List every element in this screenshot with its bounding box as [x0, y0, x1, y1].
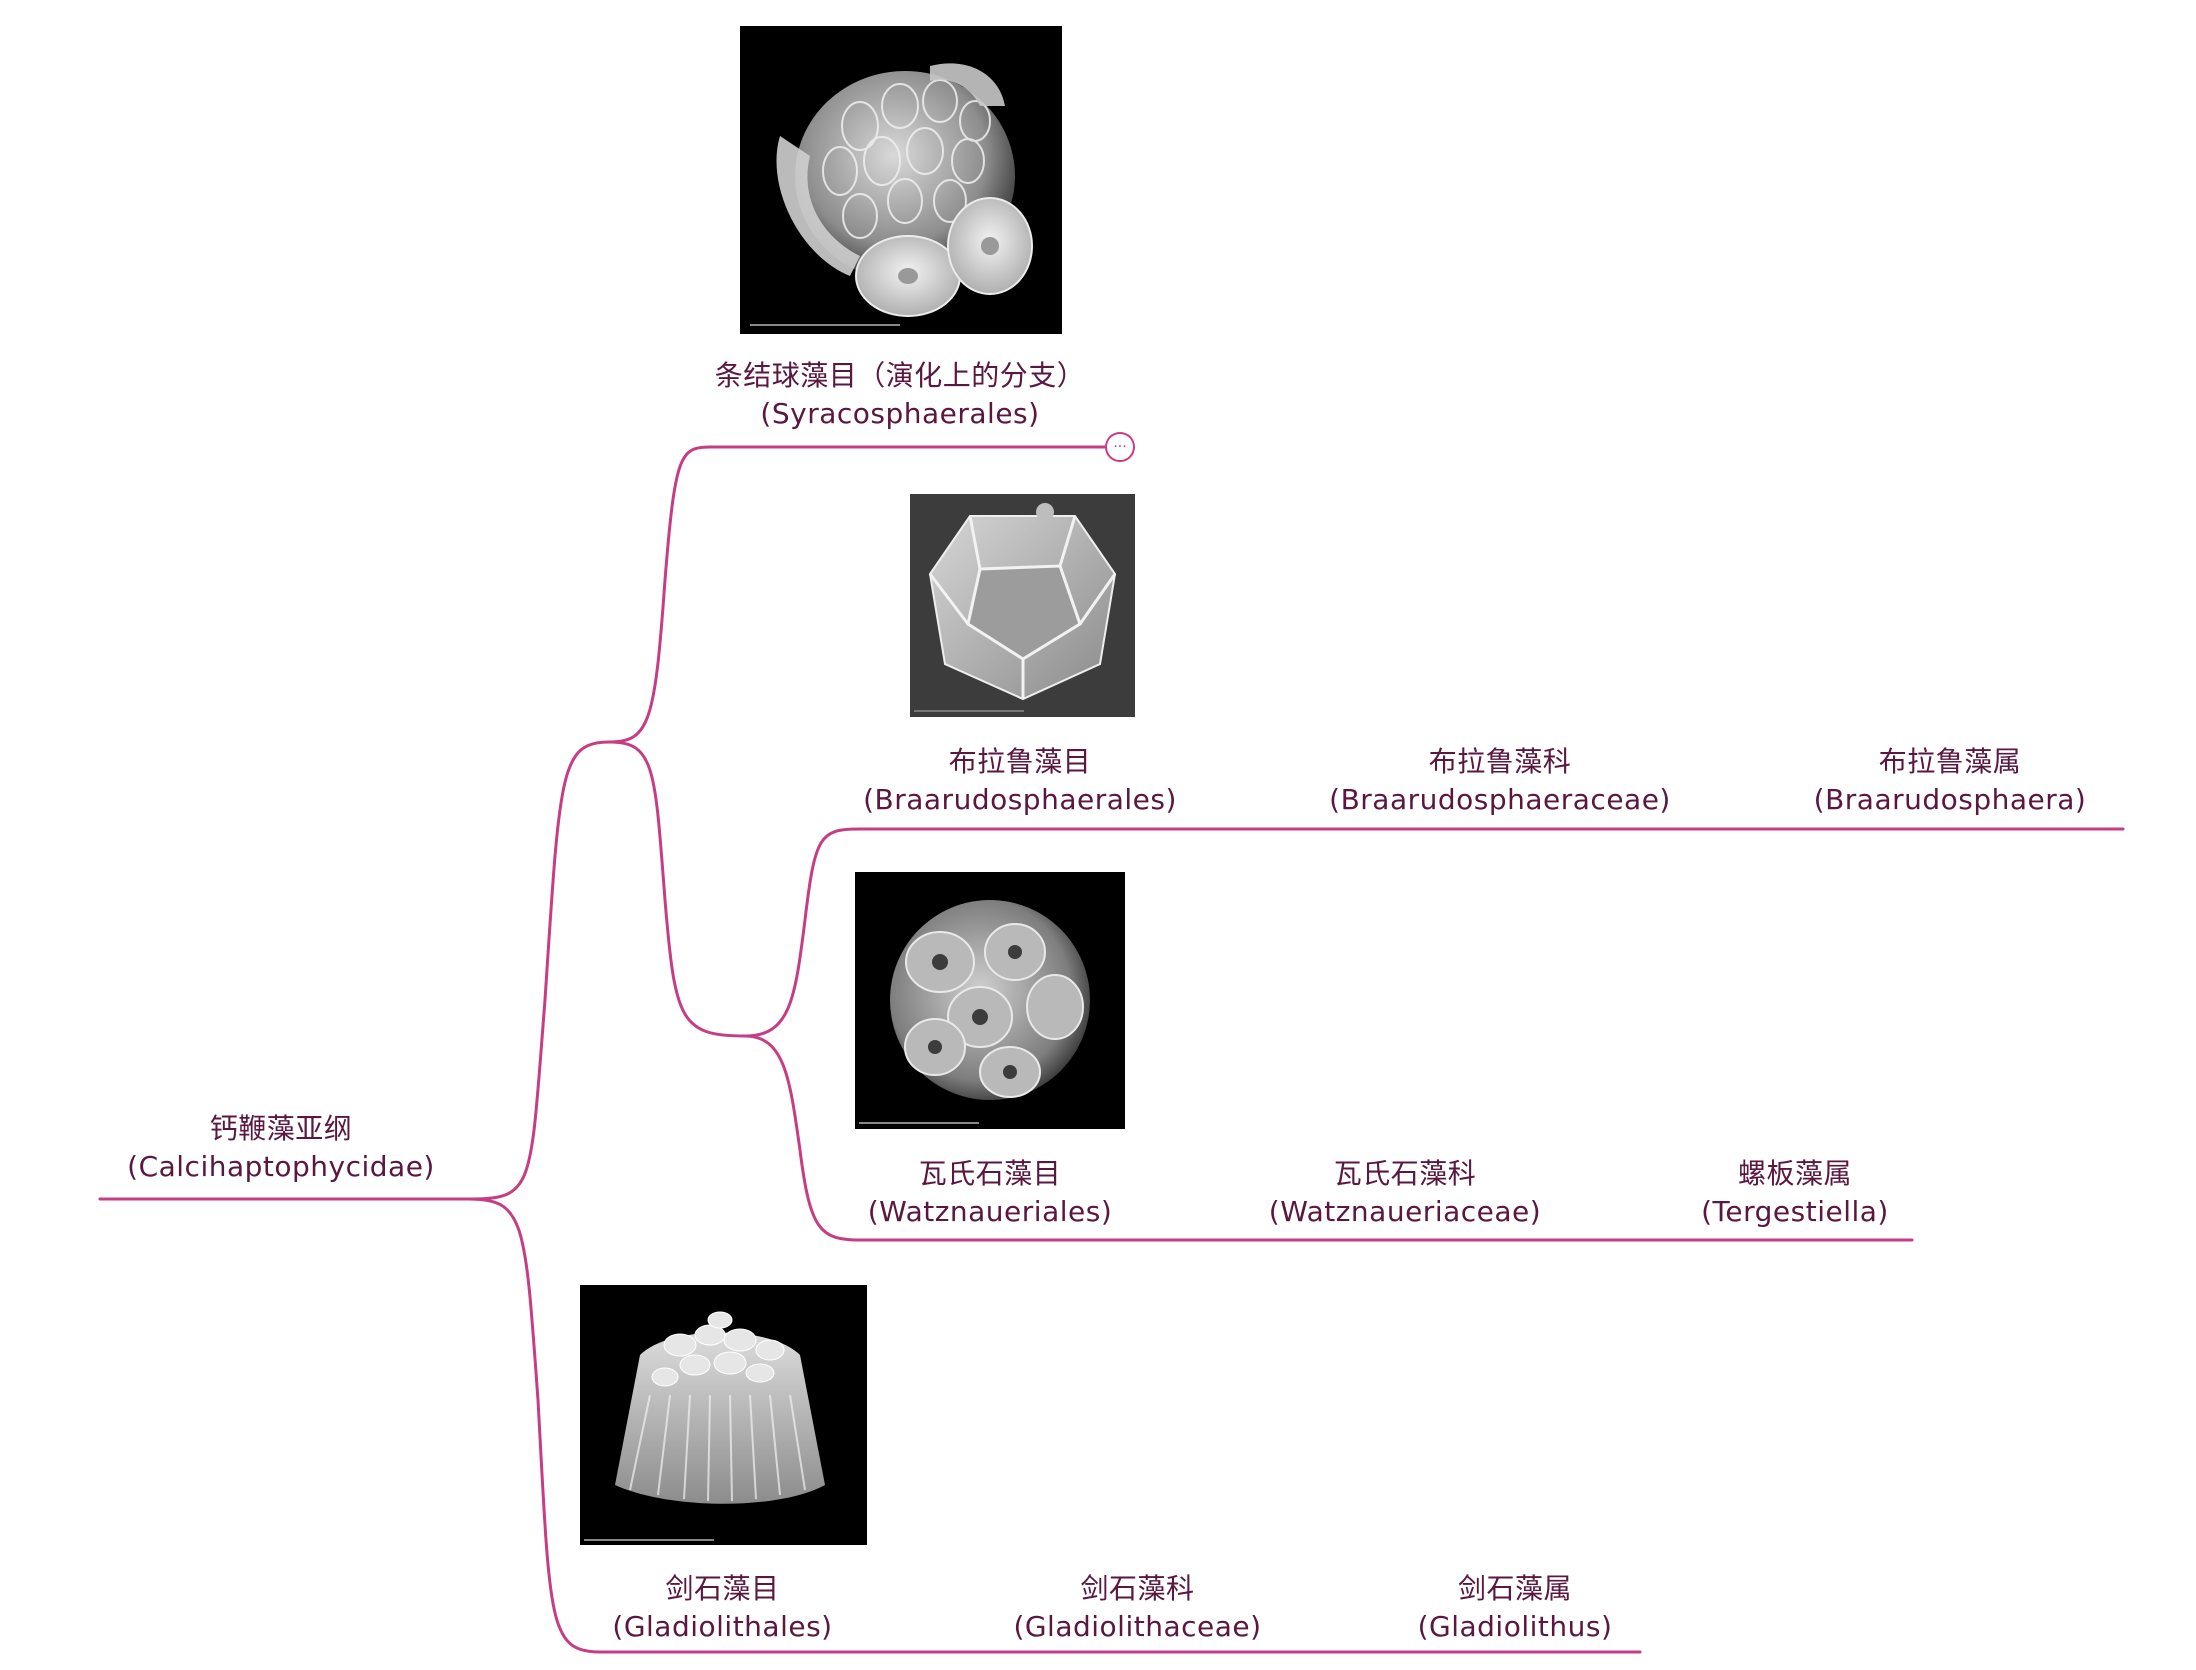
collapsed-branch-ellipsis-icon[interactable]: ···: [1105, 432, 1135, 462]
tergestiella-genus-node[interactable]: 螺板藻属 (Tergestiella): [1680, 1155, 1910, 1231]
watznaueriaceae-family-node[interactable]: 瓦氏石藻科 (Watznaueriaceae): [1250, 1155, 1560, 1231]
syracosphaerales-zh: 条结球藻目（演化上的分支）: [714, 359, 1086, 392]
gladiolithaceae-family-node[interactable]: 剑石藻科 (Gladiolithaceae): [1000, 1570, 1275, 1646]
gladiolithaceae-family-zh: 剑石藻科: [1080, 1572, 1195, 1605]
watznaueriales-order-latin: (Watznaueriales): [867, 1195, 1113, 1228]
gladiolithus-genus-node[interactable]: 剑石藻属 (Gladiolithus): [1400, 1570, 1630, 1646]
braarudosphaera-genus-latin: (Braarudosphaera): [1813, 783, 2087, 816]
gladiolithaceae-family-latin: (Gladiolithaceae): [1013, 1610, 1262, 1643]
gladiolithales-order-node[interactable]: 剑石藻目 (Gladiolithales): [600, 1570, 845, 1646]
braarudosphaerales-order-zh: 布拉鲁藻目: [948, 745, 1092, 778]
tergestiella-genus-zh: 螺板藻属: [1737, 1157, 1852, 1190]
watznaueriaceae-family-zh: 瓦氏石藻科: [1333, 1157, 1477, 1190]
coccosphere-image: [750, 63, 1033, 326]
braarudosphaeraceae-family-zh: 布拉鲁藻科: [1428, 745, 1572, 778]
watznaueriales-order-node[interactable]: 瓦氏石藻目 (Watznaueriales): [860, 1155, 1120, 1231]
braarudosphaeraceae-family-latin: (Braarudosphaeraceae): [1329, 783, 1671, 816]
braarudosphaerales-photo: [910, 494, 1135, 717]
gladiolithus-genus-latin: (Gladiolithus): [1417, 1610, 1613, 1643]
branch-to-watznaueriales: [743, 1034, 862, 1242]
watznaueriaceae-family-latin: (Watznaueriaceae): [1268, 1195, 1542, 1228]
branch-to-braarudosphaerales: [743, 827, 862, 1038]
gladiolithales-order-latin: (Gladiolithales): [612, 1610, 833, 1643]
root-latin: (Calcihaptophycidae): [127, 1150, 435, 1183]
braarudosphaeraceae-family-node[interactable]: 布拉鲁藻科 (Braarudosphaeraceae): [1320, 743, 1680, 819]
braarudosphaera-genus-zh: 布拉鲁藻属: [1878, 745, 2022, 778]
syracosphaerales-node[interactable]: 条结球藻目（演化上的分支） (Syracosphaerales): [700, 357, 1100, 433]
gladiolithales-photo: [580, 1285, 867, 1545]
root-node[interactable]: 钙鞭藻亚纲 (Calcihaptophycidae): [100, 1110, 462, 1186]
root-zh: 钙鞭藻亚纲: [209, 1112, 353, 1145]
watznaueria-image: [859, 900, 1090, 1124]
tergestiella-genus-latin: (Tergestiella): [1701, 1195, 1889, 1228]
braarudosphaera-genus-node[interactable]: 布拉鲁藻属 (Braarudosphaera): [1790, 743, 2110, 819]
syracosphaerales-photo: [740, 26, 1062, 334]
braarudosphaerales-order-latin: (Braarudosphaerales): [863, 783, 1177, 816]
branch-to-syracosphaerales: [608, 445, 712, 744]
gladiolithus-genus-zh: 剑石藻属: [1457, 1572, 1572, 1605]
watznaueriales-order-zh: 瓦氏石藻目: [918, 1157, 1062, 1190]
gladiolithales-order-zh: 剑石藻目: [665, 1572, 780, 1605]
watznaueriales-photo: [855, 872, 1125, 1129]
ellipsis-icon: ···: [1113, 439, 1127, 455]
branch-root-to-upper: [466, 740, 612, 1201]
syracosphaerales-latin: (Syracosphaerales): [760, 397, 1040, 430]
braarudosphaerales-order-node[interactable]: 布拉鲁藻目 (Braarudosphaerales): [860, 743, 1180, 819]
pentalith-image: [914, 503, 1117, 712]
branch-root-to-gladiolithales: [466, 1197, 602, 1654]
gladiolithus-image: [584, 1311, 825, 1541]
branch-to-middle-junction: [608, 740, 747, 1038]
